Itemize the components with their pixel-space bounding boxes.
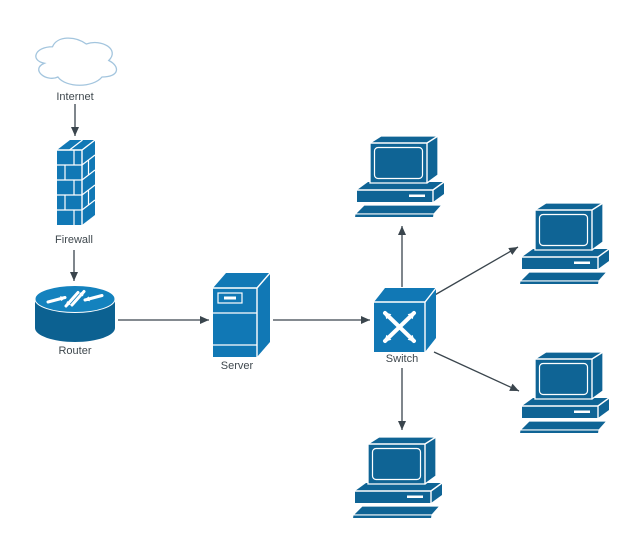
pc-right-top-computer-icon: [518, 202, 610, 286]
node-internet: Internet: [35, 37, 118, 103]
internet-cloud-icon: [35, 37, 118, 86]
pc-right-bottom-computer-icon: [518, 351, 610, 435]
firewall-firewall-icon: [56, 139, 96, 226]
node-pc-right-bottom: [518, 351, 610, 435]
connector-edges: [70, 104, 520, 430]
pc-top-computer-icon: [353, 135, 445, 219]
switch-switch-icon: [374, 288, 436, 352]
switch-label: Switch: [386, 353, 418, 365]
node-switch: Switch: [374, 288, 436, 365]
internet-label: Internet: [56, 91, 93, 103]
firewall-label: Firewall: [55, 234, 93, 246]
server-label: Server: [221, 360, 254, 372]
node-pc-bottom: [351, 436, 443, 520]
node-server: Server: [212, 272, 271, 372]
pc-bottom-computer-icon: [351, 436, 443, 520]
router-label: Router: [58, 345, 91, 357]
node-firewall: Firewall: [55, 139, 96, 246]
node-router: Router: [35, 286, 115, 357]
server-server-icon: [212, 272, 271, 358]
node-pc-right-top: [518, 202, 610, 286]
edge-switch-to-pc-right-bottom: [433, 351, 520, 392]
router-router-icon: [35, 286, 115, 343]
node-pc-top: [353, 135, 445, 219]
edge-switch-to-pc-right-top: [432, 246, 519, 297]
